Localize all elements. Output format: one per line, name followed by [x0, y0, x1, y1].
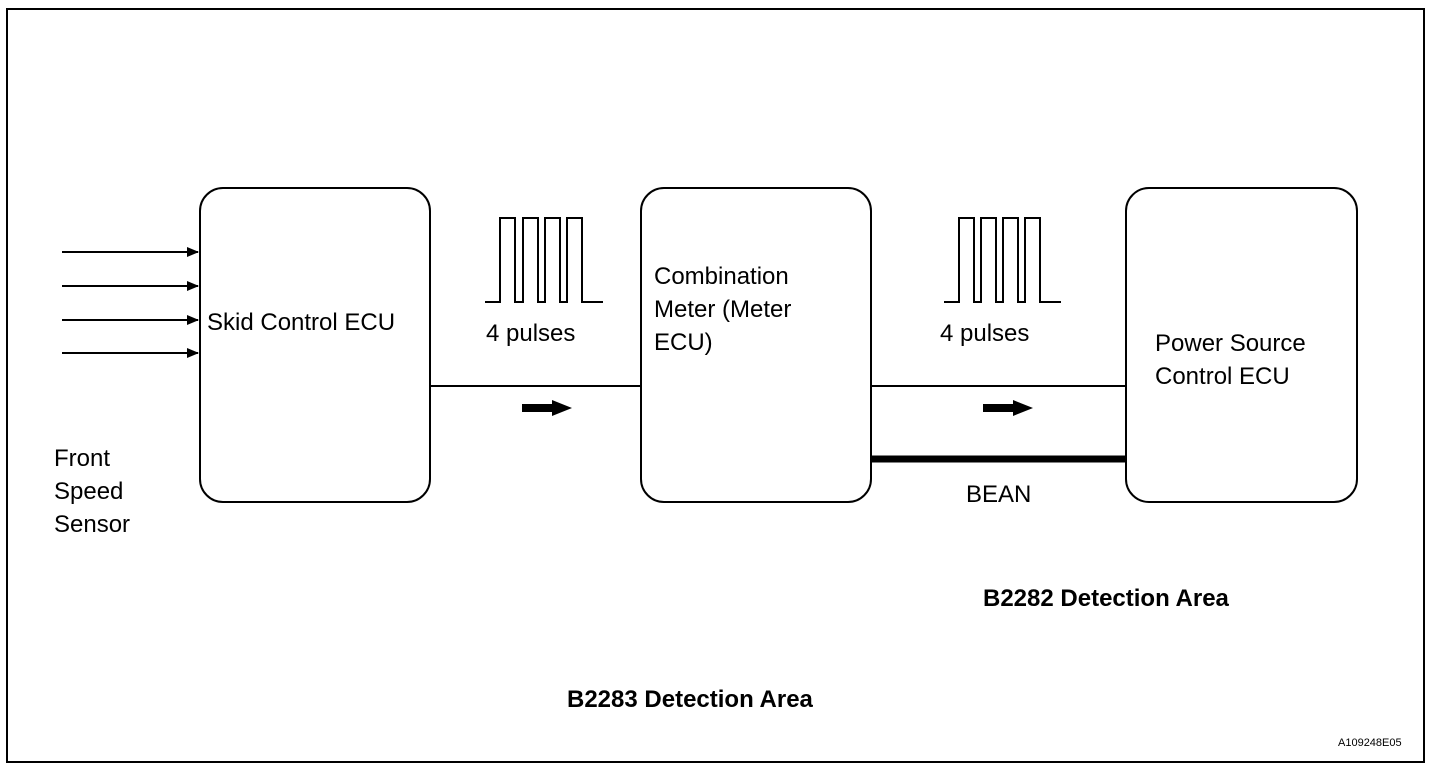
- figure-code: A109248E05: [1338, 737, 1402, 749]
- combination-meter-box: Combination Meter (Meter ECU): [640, 187, 872, 503]
- sensor-input-arrows: [62, 247, 199, 358]
- skid-control-ecu-label: Skid Control ECU: [207, 309, 396, 336]
- b2283-detection-area-label: B2283 Detection Area: [567, 686, 813, 713]
- bean-label: BEAN: [966, 481, 1032, 508]
- direction-arrow-2: [983, 400, 1033, 416]
- power-source-ecu-box: Power Source Control ECU: [1125, 187, 1358, 503]
- front-speed-sensor-label: Front Speed Sensor: [54, 445, 131, 538]
- combination-meter-label: Combination Meter (Meter ECU): [654, 263, 792, 356]
- power-source-ecu-label: Power Source Control ECU: [1155, 330, 1306, 390]
- b2282-detection-area-label: B2282 Detection Area: [983, 585, 1229, 612]
- pulses-label-2: 4 pulses: [940, 320, 1030, 347]
- pulse-waveform-2: [944, 217, 1061, 303]
- pulses-label-1: 4 pulses: [486, 320, 576, 347]
- diagram-frame: [6, 8, 1425, 763]
- pulse-waveform-1: [485, 217, 603, 303]
- skid-control-ecu-box: Skid Control ECU: [199, 187, 431, 503]
- direction-arrow-1: [522, 400, 572, 416]
